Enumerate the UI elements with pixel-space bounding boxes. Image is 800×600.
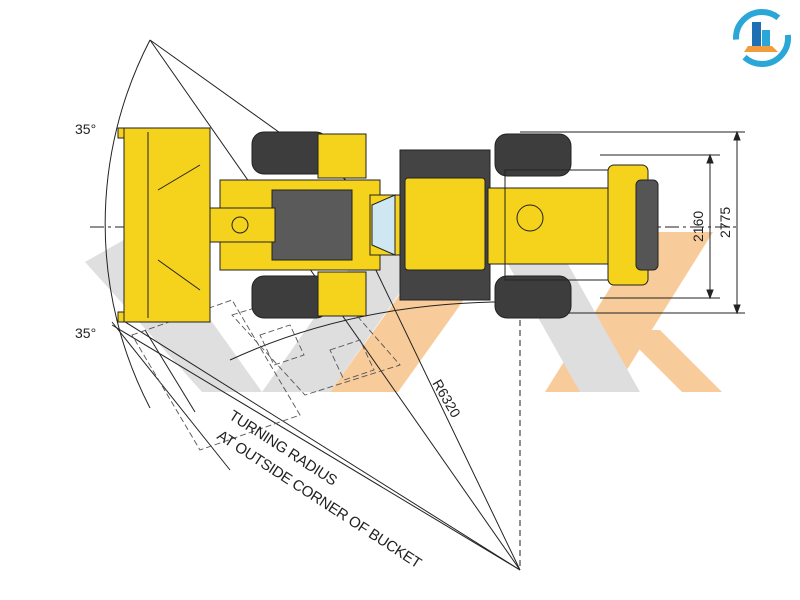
outer-turning-arc <box>229 301 521 361</box>
building-logo-icon <box>733 9 791 67</box>
logo-building-2 <box>762 30 770 52</box>
angle-lower-label: 35° <box>75 325 96 341</box>
ghost-tire-1 <box>259 324 305 366</box>
radius-label: R6320 <box>429 377 464 421</box>
bucket-rib-2 <box>157 259 201 291</box>
rear-frame <box>487 187 611 265</box>
rear-grille <box>635 179 659 271</box>
front-axle-right <box>317 271 367 317</box>
radius-line <box>371 261 521 571</box>
inner-width-label: 2160 <box>690 211 706 242</box>
front-tire-right <box>251 275 329 319</box>
dim-2775-arrow-top <box>733 130 741 141</box>
logo-ring <box>733 9 791 67</box>
exhaust-cap <box>516 204 544 232</box>
logo-roof <box>744 46 778 52</box>
front-tire-left <box>251 131 329 175</box>
angle-upper-label: 35° <box>75 121 96 137</box>
dimension-lines <box>520 130 745 315</box>
bucket <box>123 127 211 323</box>
front-axle-left <box>317 133 367 179</box>
front-frame-center <box>271 189 353 261</box>
ghost-bucket <box>131 299 301 451</box>
cab-windshield <box>371 194 396 256</box>
angle-arc <box>104 39 151 409</box>
wheel-loader <box>117 127 659 323</box>
bucket-tooth-bottom <box>117 311 125 323</box>
cab-roof <box>404 177 486 271</box>
dim-2160-arrow-top <box>706 153 714 164</box>
dim-2775-arrow-bottom <box>733 304 741 315</box>
rear-tire-left <box>494 133 572 177</box>
ray-lower <box>111 321 231 471</box>
watermark-chevron-orange-3 <box>620 330 722 392</box>
rear-tire-right <box>494 275 572 319</box>
outer-width-label: 2775 <box>717 207 733 238</box>
logo-building-1 <box>752 22 761 52</box>
ray-lower-2 <box>144 329 196 413</box>
lift-cylinder-joint <box>231 216 249 234</box>
bucket-tooth-top <box>117 127 125 139</box>
bucket-sweep-line-3 <box>121 319 521 571</box>
bucket-rib-1 <box>157 164 201 191</box>
ghost-tire-2 <box>329 339 375 381</box>
bucket-sweep-line-2 <box>111 324 521 571</box>
dim-2160-arrow-bottom <box>706 289 714 300</box>
